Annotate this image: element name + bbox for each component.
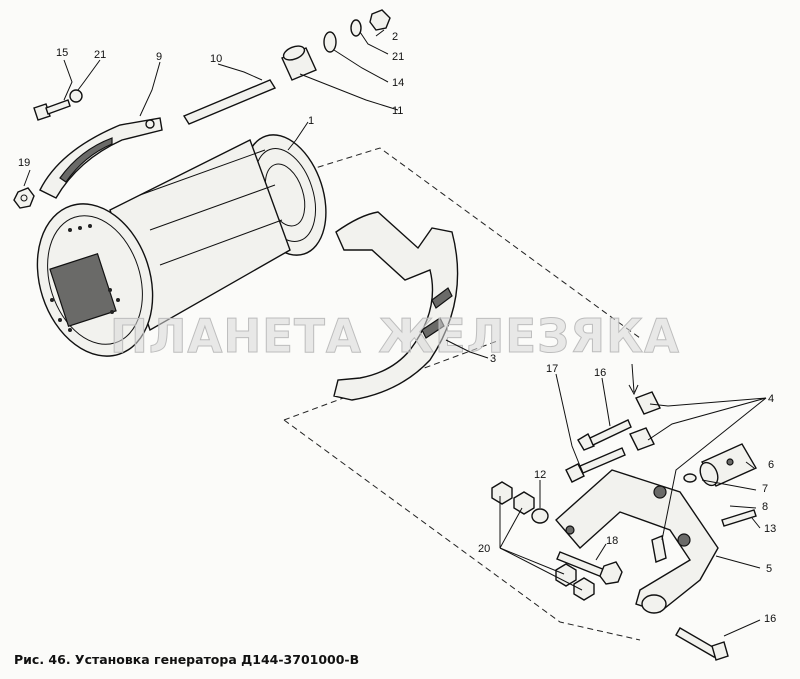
nut-2: [369, 9, 391, 31]
washer-21-left: [69, 89, 83, 103]
stud-10: [182, 79, 277, 125]
plate-4-upper: [635, 391, 661, 415]
callout-labels: 15 21 9 10 2 21 14 11 1 19 3 17 16 4 6 1…: [18, 31, 776, 625]
callout-8: 8: [762, 501, 768, 513]
generator: [36, 134, 327, 357]
callout-17: 17: [546, 363, 558, 375]
callout-16-upper: 16: [594, 367, 606, 379]
callout-7: 7: [762, 483, 768, 495]
bracket-5: [555, 469, 719, 613]
callout-11: 11: [392, 105, 403, 117]
bolt-18: [556, 551, 623, 585]
washer-21-right: [350, 19, 362, 37]
callout-18: 18: [606, 535, 618, 547]
callout-13: 13: [764, 523, 776, 535]
arrow-down: [628, 363, 639, 396]
nut-19: [13, 187, 35, 209]
bolt-17: [565, 447, 626, 483]
callout-1: 1: [308, 115, 314, 127]
shield-3: [333, 211, 459, 401]
callout-2: 2: [392, 31, 398, 43]
callout-21-right: 21: [392, 51, 404, 63]
callout-6: 6: [768, 459, 774, 471]
bolt-15: [33, 99, 71, 121]
callout-19: 19: [18, 157, 30, 169]
adjusting-strap: [39, 117, 163, 199]
callout-9: 9: [156, 51, 162, 63]
plate-4-lower: [629, 427, 655, 451]
callout-14: 14: [392, 77, 404, 89]
leader-lines: [23, 29, 767, 637]
callout-12: 12: [534, 469, 546, 481]
figure-caption: Рис. 46. Установка генератора Д144-37010…: [14, 652, 359, 667]
nuts-20: [491, 481, 595, 601]
callout-10: 10: [210, 53, 222, 65]
callout-5: 5: [766, 563, 772, 575]
callout-4: 4: [768, 393, 774, 405]
washer-14: [323, 31, 337, 53]
bolt-16-lower: [675, 627, 729, 661]
washer-7: [683, 473, 697, 483]
watermark: ПЛАНЕТА ЖЕЛЕЗЯКА: [110, 309, 680, 363]
stud-13: [721, 509, 757, 527]
callout-15: 15: [56, 47, 68, 59]
callout-16-lower: 16: [764, 613, 776, 625]
callout-20: 20: [478, 543, 490, 555]
callout-3: 3: [490, 353, 496, 365]
sleeve-6: [699, 443, 757, 487]
plate-4-mid: [651, 535, 667, 563]
washer-12: [531, 508, 549, 524]
callout-21-left: 21: [94, 49, 106, 61]
bolt-16-upper: [577, 419, 632, 451]
